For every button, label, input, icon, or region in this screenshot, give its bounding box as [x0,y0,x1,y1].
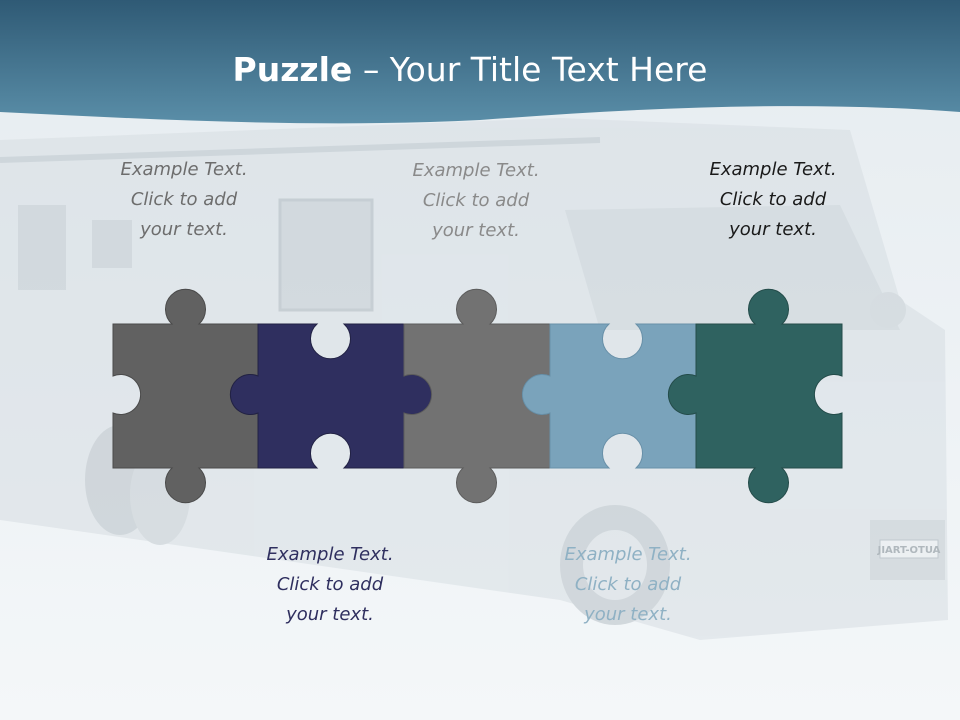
header-band [0,0,960,124]
slide-title[interactable]: Puzzle – Your Title Text Here [0,50,940,89]
caption-4-line-2: Click to add [574,574,682,595]
caption-2-line-3: your text. [286,604,374,625]
puzzle-strip [112,288,843,504]
caption-4-line-3: your text. [584,604,672,625]
caption-4-line-1: Example Text. [564,544,692,565]
caption-5-line-2: Click to add [719,189,827,210]
puzzle-piece-5[interactable] [667,288,843,504]
caption-1-line-2: Click to add [130,189,238,210]
caption-3-line-2: Click to add [422,190,530,211]
caption-1-line-1: Example Text. [120,159,248,180]
vehicle-plate-text: JIART-OTUA [877,545,941,556]
caption-2-line-2: Click to add [276,574,384,595]
caption-1-line-3: your text. [140,219,228,240]
caption-3-line-3: your text. [432,220,520,241]
title-rest: – Your Title Text Here [352,50,708,89]
caption-1[interactable]: Example Text. Click to add your text. [94,155,274,245]
caption-4[interactable]: Example Text. Click to add your text. [538,540,718,630]
caption-2[interactable]: Example Text. Click to add your text. [240,540,420,630]
caption-3[interactable]: Example Text. Click to add your text. [386,156,566,246]
caption-5-line-3: your text. [729,219,817,240]
caption-5-line-1: Example Text. [709,159,837,180]
title-bold: Puzzle [232,50,353,89]
caption-5[interactable]: Example Text. Click to add your text. [683,155,863,245]
caption-3-line-1: Example Text. [412,160,540,181]
caption-2-line-1: Example Text. [266,544,394,565]
